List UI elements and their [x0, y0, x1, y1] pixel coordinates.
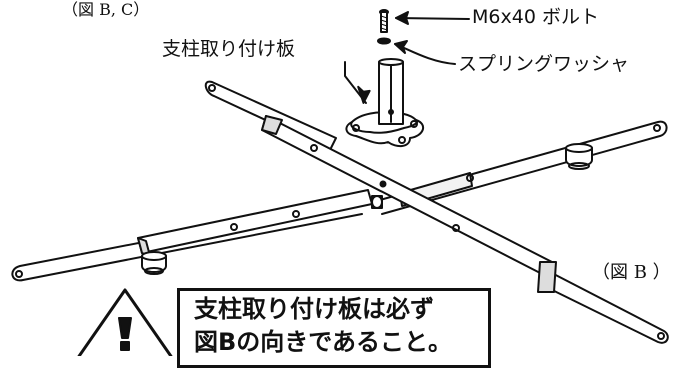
base-tube-left [137, 189, 373, 257]
post-mounting-plate [345, 58, 425, 148]
warning-triangle-icon [77, 288, 173, 356]
base-arm-diagonal-upper [204, 80, 337, 151]
leveling-foot-left [141, 251, 167, 275]
leader-arrows [344, 11, 470, 104]
washer-label: スプリングワッシャ [458, 53, 630, 75]
base-arm-diagonal-lower [537, 261, 669, 344]
figure-reference-top: （図 B, C） [62, 0, 150, 19]
mounting-plate-label: 支柱取り付け板 [162, 38, 296, 60]
cross-base-diagram [11, 9, 669, 356]
warning-text-line2: 図Bの向きであること。 [194, 328, 453, 356]
bolt-label: M6x40 ボルト [472, 6, 599, 28]
center-knob [371, 195, 383, 209]
figure-reference-b: （図 B ） [592, 262, 671, 283]
leveling-foot-right [565, 143, 593, 170]
warning-box: 支柱取り付け板は必ず 図Bの向きであること。 [177, 288, 491, 368]
warning-text-line1: 支柱取り付け板は必ず [194, 295, 434, 323]
spring-washer [377, 37, 391, 45]
m6-bolt [379, 9, 389, 33]
